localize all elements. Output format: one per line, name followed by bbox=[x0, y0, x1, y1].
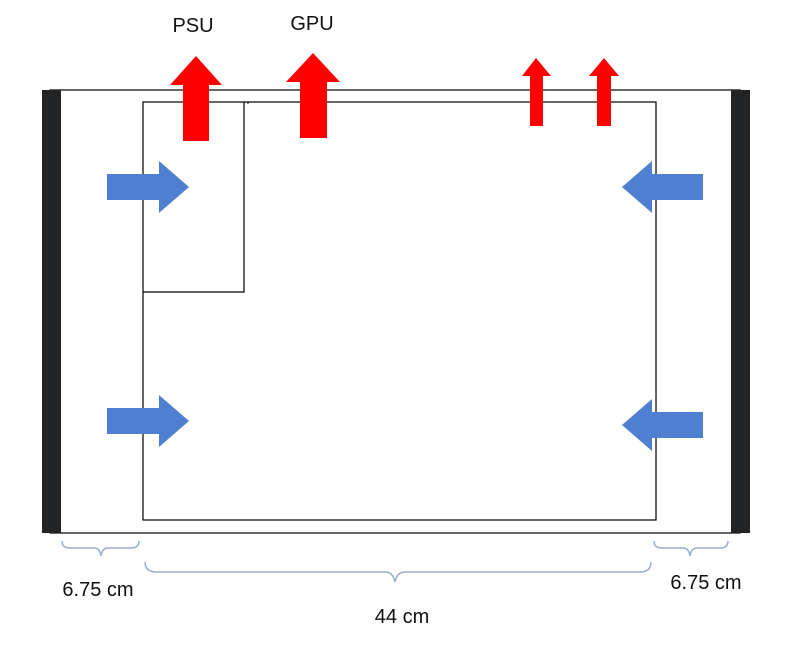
intake-left-upper bbox=[107, 161, 189, 213]
right-gap-bracket bbox=[653, 540, 729, 557]
right-gap-label: 6.75 cm bbox=[670, 572, 741, 594]
intake-left-lower bbox=[107, 395, 189, 447]
case-outline bbox=[49, 89, 741, 534]
psu-compartment bbox=[143, 102, 245, 293]
left-side-panel bbox=[42, 90, 61, 533]
psu-exhaust-arrow bbox=[170, 56, 222, 141]
left-gap-label: 6.75 cm bbox=[62, 579, 133, 601]
inner-enclosure bbox=[142, 101, 657, 521]
top-exhaust-arrow-2 bbox=[589, 58, 619, 126]
psu-compartment-mark bbox=[247, 102, 249, 104]
center-width-label: 44 cm bbox=[375, 606, 429, 628]
gpu-label: GPU bbox=[290, 13, 333, 35]
top-exhaust-arrow-1 bbox=[522, 58, 551, 126]
intake-right-upper bbox=[622, 161, 703, 213]
center-width-bracket bbox=[144, 561, 652, 583]
psu-label: PSU bbox=[172, 15, 213, 37]
right-side-panel bbox=[731, 90, 750, 533]
gpu-exhaust-arrow bbox=[286, 53, 340, 138]
intake-right-lower bbox=[622, 399, 703, 451]
left-gap-bracket bbox=[61, 540, 140, 557]
